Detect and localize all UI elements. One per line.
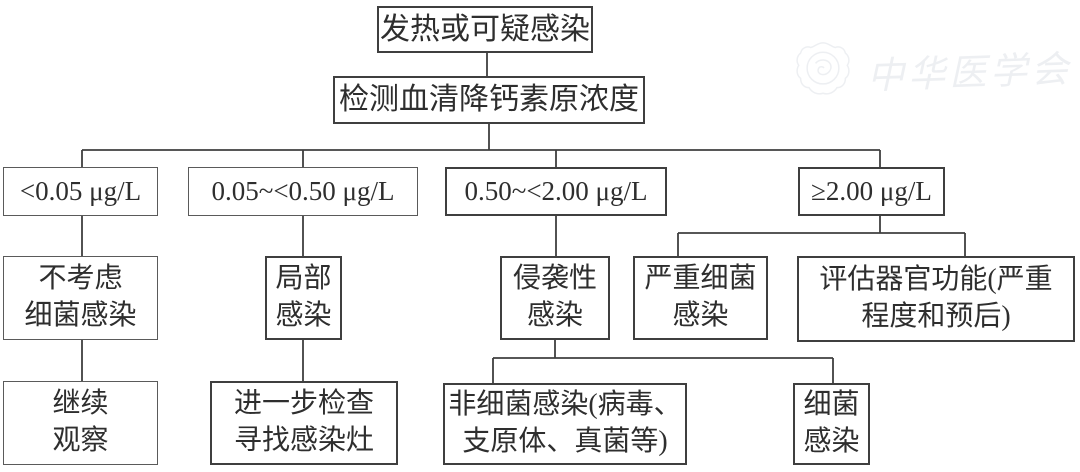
node-further-examination-find-focus: 进一步检查 寻找感染灶 [210, 381, 398, 465]
node-bacterial-infection-not-considered: 不考虑 细菌感染 [3, 256, 158, 340]
node-label: 0.05~<0.50 μg/L [211, 175, 395, 206]
node-label: 不考虑 细菌感染 [24, 263, 137, 331]
node-local-infection: 局部 感染 [265, 256, 342, 340]
node-label: 0.50~<2.00 μg/L [464, 175, 648, 206]
node-range-above-2.00: ≥2.00 μg/L [798, 167, 945, 216]
node-label: <0.05 μg/L [19, 175, 142, 206]
node-invasive-infection: 侵袭性 感染 [500, 256, 610, 340]
node-range-0.50-to-2.00: 0.50~<2.00 μg/L [445, 167, 667, 216]
node-continue-observation: 继续 观察 [3, 381, 158, 465]
node-bacterial-infection: 细菌 感染 [793, 383, 870, 465]
node-test-serum-procalcitonin: 检测血清降钙素原浓度 [333, 76, 645, 124]
node-range-below-0.05: <0.05 μg/L [3, 167, 158, 216]
node-label: 评估器官功能(严重 程度和预后) [819, 264, 1053, 332]
node-label: 进一步检查 寻找感染灶 [233, 388, 374, 456]
node-label: 侵袭性 感染 [512, 263, 597, 331]
node-label: 发热或可疑感染 [380, 12, 590, 46]
node-label: 严重细菌 感染 [644, 263, 757, 331]
node-label: 细菌 感染 [803, 389, 860, 457]
node-label: ≥2.00 μg/L [811, 175, 932, 206]
node-range-0.05-to-0.50: 0.05~<0.50 μg/L [188, 167, 418, 216]
node-assess-organ-function: 评估器官功能(严重 程度和预后) [797, 256, 1075, 342]
node-label: 局部 感染 [275, 263, 332, 331]
node-label: 非细菌感染(病毒、 支原体、真菌等) [448, 389, 682, 457]
node-label: 检测血清降钙素原浓度 [339, 83, 639, 117]
node-fever-or-suspected-infection: 发热或可疑感染 [377, 6, 593, 53]
node-severe-bacterial-infection: 严重细菌 感染 [633, 256, 768, 340]
node-non-bacterial-infection: 非细菌感染(病毒、 支原体、真菌等) [443, 383, 687, 465]
node-label: 继续 观察 [52, 388, 109, 456]
